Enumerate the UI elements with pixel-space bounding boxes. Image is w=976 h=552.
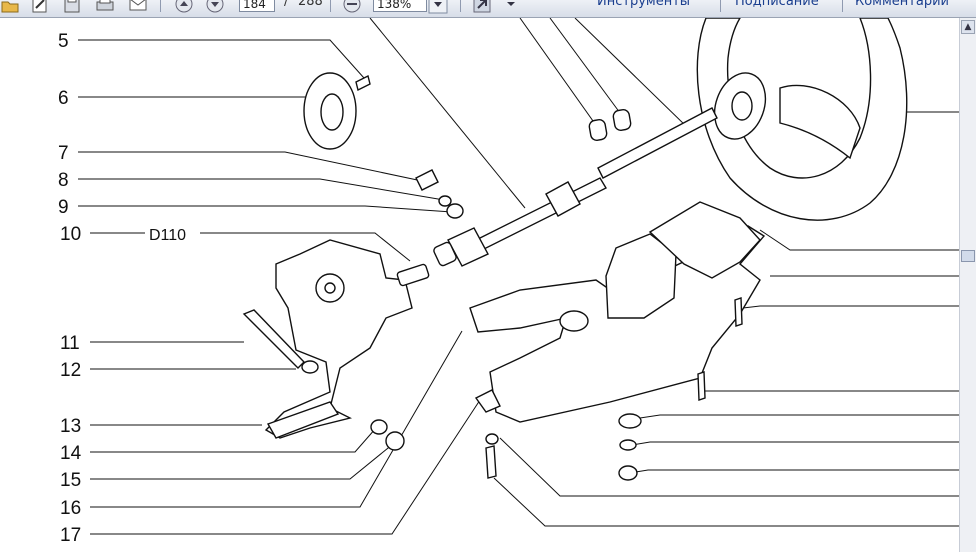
leader-line-10b — [200, 232, 411, 262]
zoom-out-icon[interactable] — [342, 0, 362, 14]
leader-line-top-b — [519, 18, 599, 129]
flange-hub — [320, 93, 344, 131]
prev-page-icon[interactable] — [174, 0, 194, 14]
save-icon[interactable] — [62, 0, 82, 14]
washer-right-1 — [618, 413, 642, 429]
leader-line-5 — [78, 39, 365, 79]
code-label-d110: D110 — [149, 227, 186, 244]
page-number-input[interactable]: 184 — [239, 0, 275, 12]
leader-line-7 — [78, 151, 423, 182]
toolbar-separator — [330, 0, 331, 12]
callout-9: 9 — [58, 197, 69, 218]
bearing-b — [612, 109, 632, 131]
menu-comment[interactable]: Комментарии — [855, 0, 949, 9]
leader-line-right-10 — [493, 477, 960, 527]
export-dropdown-icon[interactable] — [505, 0, 517, 14]
leader-line-15 — [90, 443, 394, 480]
box-port-inner — [324, 282, 336, 294]
toolbar-separator — [842, 0, 843, 12]
callout-8: 8 — [58, 170, 69, 191]
folder-icon[interactable] — [0, 0, 20, 14]
washer-17 — [485, 433, 499, 445]
steering-column-diagram: 5 6 7 8 9 10 11 12 13 14 15 16 17 D110 — [58, 18, 960, 546]
toolbar: 184 / 288 138% Инструменты Подписание Ко… — [0, 0, 976, 18]
column-cover — [648, 201, 761, 279]
leader-line-16 — [90, 330, 463, 508]
callout-10: 10 — [60, 224, 81, 245]
leader-line-right-7 — [631, 441, 960, 446]
washer-14 — [370, 419, 388, 435]
leader-line-9 — [78, 205, 453, 213]
screw-right-2 — [697, 371, 706, 401]
nut-15 — [385, 431, 405, 451]
leader-line-17 — [90, 399, 481, 535]
toolbar-separator — [720, 0, 721, 12]
column-opening — [559, 310, 589, 332]
intermediate-shaft — [475, 177, 607, 251]
column-tube — [605, 233, 677, 319]
upper-u-joint — [545, 181, 581, 217]
leader-line-top-a — [369, 18, 526, 209]
mail-icon[interactable] — [128, 0, 148, 14]
zoom-input[interactable]: 138% — [373, 0, 427, 12]
toolbar-separator — [460, 0, 461, 12]
washer-12 — [301, 360, 319, 374]
edit-icon[interactable] — [30, 0, 50, 14]
leader-line-right-8 — [629, 469, 960, 474]
leader-line-top-d — [574, 18, 689, 129]
callout-12: 12 — [60, 360, 81, 381]
bolt-5 — [355, 74, 371, 92]
nut-right-1 — [619, 439, 637, 451]
callout-6: 6 — [58, 88, 69, 109]
leader-line-right-6 — [639, 414, 960, 419]
bearing-a — [588, 119, 608, 141]
print-icon[interactable] — [95, 0, 115, 14]
toolbar-separator — [160, 0, 161, 12]
wheel-hub-inner — [731, 91, 753, 121]
callout-17: 17 — [60, 525, 81, 546]
next-page-icon[interactable] — [205, 0, 225, 14]
menu-tools[interactable]: Инструменты — [597, 0, 691, 9]
steering-box — [264, 239, 413, 439]
wheel-spoke — [779, 84, 861, 160]
stud-17 — [485, 445, 497, 479]
clip-16 — [474, 389, 501, 413]
callout-15: 15 — [60, 470, 81, 491]
callout-16: 16 — [60, 498, 81, 519]
leader-line-top-c — [549, 18, 624, 118]
callout-7: 7 — [58, 143, 69, 164]
washer-8 — [438, 195, 452, 207]
page-total: 288 — [298, 0, 323, 9]
shaft-sleeve — [433, 241, 457, 267]
leader-line-8 — [78, 178, 445, 201]
leader-line-right-9 — [499, 437, 960, 497]
nut-9 — [446, 203, 464, 219]
leader-line-14 — [90, 427, 377, 453]
scroll-up-icon[interactable]: ▲ — [961, 20, 975, 34]
bolt-7 — [415, 169, 439, 191]
callout-13: 13 — [60, 416, 81, 437]
callout-5: 5 — [58, 31, 69, 52]
lower-u-joint — [447, 227, 489, 267]
leader-line-right-2 — [759, 229, 960, 251]
callout-11: 11 — [60, 333, 80, 354]
scroll-thumb[interactable] — [961, 250, 975, 262]
input-shaft — [396, 263, 430, 287]
leader-line-right-4 — [742, 305, 960, 309]
menu-sign[interactable]: Подписание — [735, 0, 819, 9]
screw-right-1 — [734, 297, 743, 327]
bolt-11 — [242, 309, 305, 369]
nut-right-2 — [618, 465, 638, 481]
zoom-dropdown-icon[interactable] — [428, 0, 448, 14]
callout-14: 14 — [60, 443, 82, 464]
bracket-13 — [266, 401, 340, 439]
upper-steering-shaft — [597, 107, 718, 179]
page-separator: / — [284, 0, 289, 9]
export-icon[interactable] — [472, 0, 492, 14]
vertical-scrollbar[interactable]: ▲ — [959, 18, 976, 552]
